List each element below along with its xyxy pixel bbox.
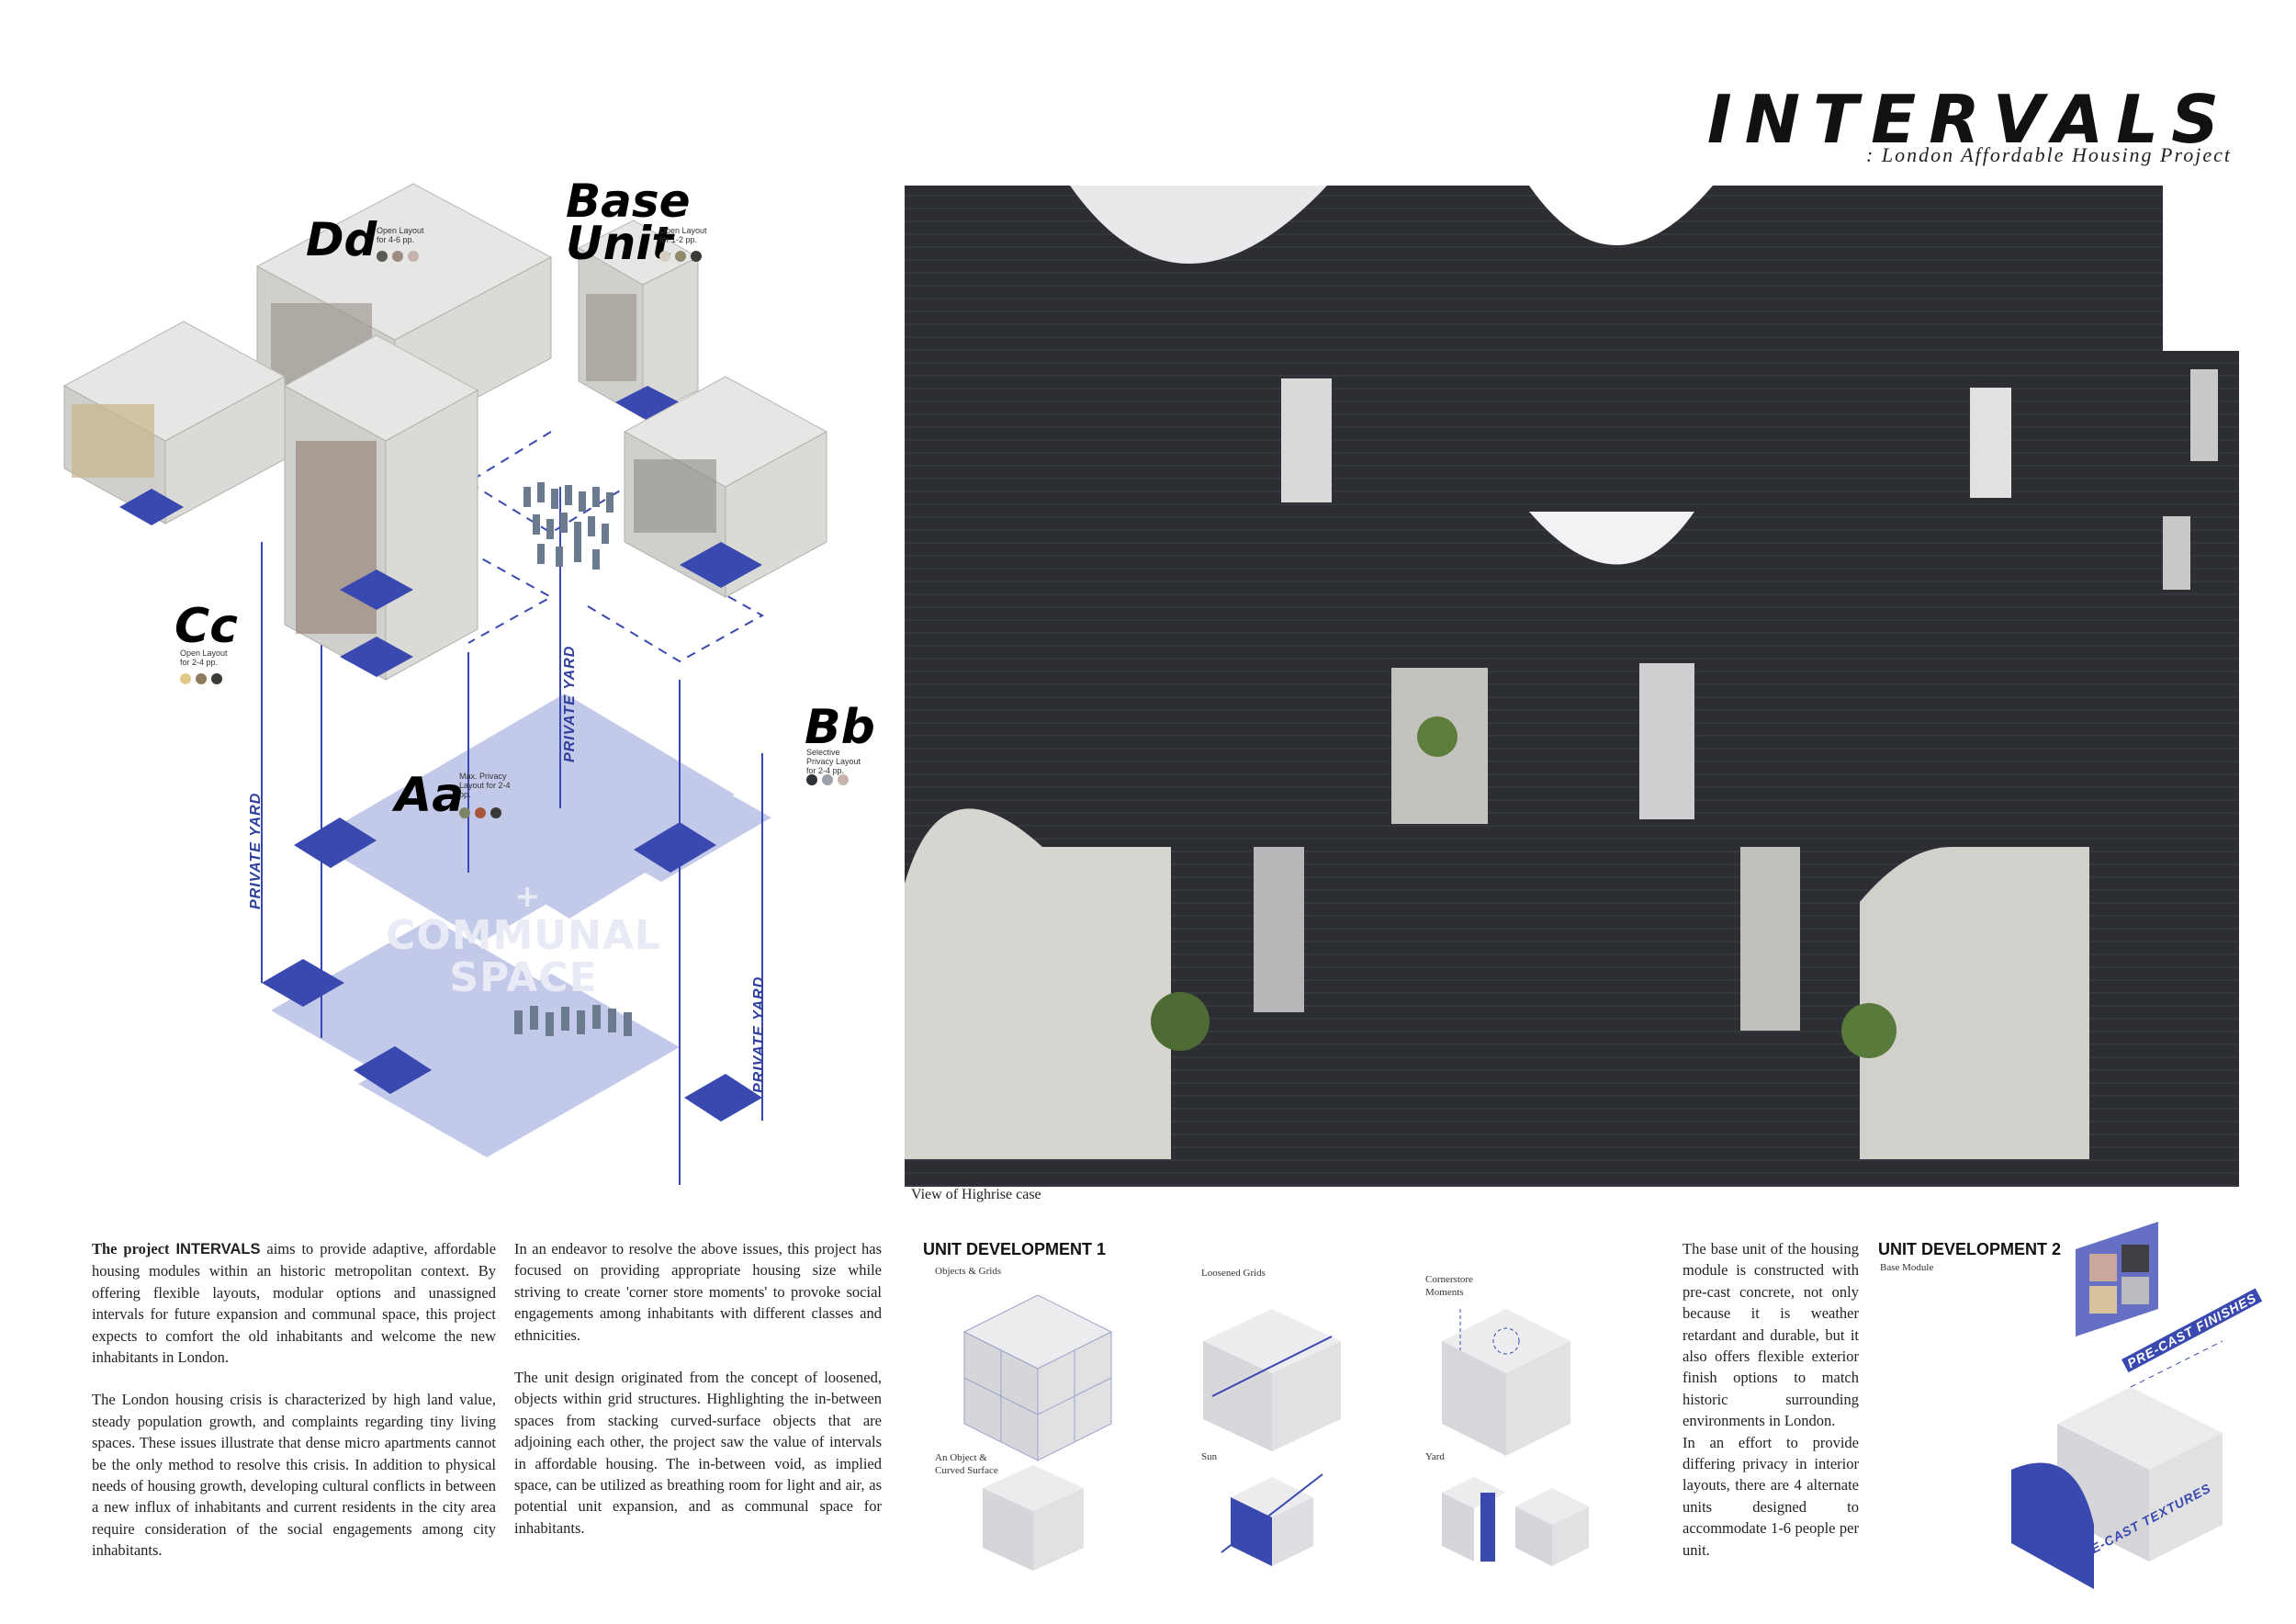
render-caption: View of Highrise case (911, 1187, 1041, 1202)
text-column-2: In an endeavor to resolve the above issu… (514, 1238, 882, 1560)
base-unit-label-line1: Base (566, 175, 691, 228)
swatch-dot (196, 673, 207, 684)
highrise-render-image (905, 186, 2239, 1187)
unit-cc-desc: Open Layout for 2-4 pp. (180, 648, 228, 667)
precast-finishes-panel (2076, 1222, 2158, 1336)
paragraph-alternates: In an effort to provide differing privac… (1683, 1433, 1859, 1559)
unit-aa-label: Aa (395, 768, 465, 823)
swatch-dot (377, 251, 388, 262)
communal-label-line2: SPACE (449, 954, 598, 1001)
unit-bb-label: Bb (805, 700, 875, 755)
intro-paragraph: The project INTERVALS aims to provide ad… (92, 1238, 496, 1368)
swatch-dot (459, 807, 470, 818)
loosened-grids-diagram (1203, 1309, 1341, 1451)
page-title: INTERVALS (1706, 81, 2232, 158)
swatch-dot (180, 673, 191, 684)
base-unit-model (577, 220, 700, 421)
unit-development-1-diagrams (962, 1294, 1589, 1571)
swatch-dot (822, 774, 833, 785)
unit-development-2-diagram (2011, 1222, 2223, 1589)
base-unit-desc: Open Layout for 1-2 pp. (659, 226, 707, 244)
label-loosened-grids: Loosened Grids (1201, 1268, 1266, 1279)
swatch-dot (392, 251, 403, 262)
unit-bb-swatches (806, 773, 853, 790)
base-unit-label: Base Unit (566, 175, 691, 270)
text-column-3: The base unit of the housing module is c… (1683, 1238, 1859, 1582)
base-unit-swatches (659, 250, 706, 266)
paragraph-unit-design: The unit design originated from the conc… (514, 1369, 882, 1537)
unit-bb-desc: Selective Privacy Layout for 2-4 pp. (806, 748, 861, 775)
swatch-dot (675, 251, 686, 262)
yard-patches (262, 818, 762, 1122)
label-cornerstore-line1: Cornerstore (1425, 1274, 1473, 1285)
label-object-curved-surface: An Object & Curved Surface (935, 1451, 998, 1477)
paragraph-endeavor: In an endeavor to resolve the above issu… (514, 1240, 882, 1344)
sun-diagram (1221, 1473, 1323, 1566)
intro-prefix: The project (92, 1240, 176, 1257)
communal-plus: + (514, 878, 541, 915)
communal-label-line1: COMMUNAL (386, 912, 661, 959)
swatch-dot (691, 251, 702, 262)
label-sun: Sun (1201, 1451, 1218, 1462)
unit-dd-label: Dd (306, 213, 377, 266)
swatch-dot (806, 774, 817, 785)
swatch-dot (211, 673, 222, 684)
private-yard-label-right: PRIVATE YARD (751, 976, 767, 1093)
private-yard-label-center: PRIVATE YARD (562, 645, 578, 762)
base-module-label: Base Module (1880, 1262, 1934, 1273)
paragraph-crisis: The London housing crisis is characteriz… (92, 1391, 496, 1560)
unit-cc-label: Cc (174, 599, 238, 654)
objects-grids-diagram (962, 1294, 1113, 1461)
intro-project-name: INTERVALS (175, 1241, 261, 1257)
cornerstore-moments-diagram (1442, 1309, 1570, 1456)
base-module-model (2011, 1340, 2223, 1589)
label-object-curved-line2: Curved Surface (935, 1465, 998, 1476)
facade-drawing (905, 186, 2239, 1187)
unit-aa-swatches (459, 806, 506, 823)
swatch-dot (490, 807, 501, 818)
label-objects-grids: Objects & Grids (935, 1266, 1002, 1277)
swatch-dot (408, 251, 419, 262)
unit-cc-model (62, 321, 287, 525)
unit-dd-swatches (377, 250, 423, 266)
text-column-1: The project INTERVALS aims to provide ad… (92, 1238, 496, 1583)
unit-axonometric-diagram (62, 183, 828, 1185)
unit-development-2-heading: UNIT DEVELOPMENT 2 (1878, 1240, 2062, 1258)
unit-aa-model (283, 334, 479, 681)
swatch-dot (838, 774, 849, 785)
label-cornerstore-line2: Moments (1425, 1287, 1464, 1298)
label-yard: Yard (1425, 1451, 1445, 1462)
unit-bb-model (623, 376, 828, 598)
swatch-dot (659, 251, 670, 262)
unit-dd-label-group: Dd (306, 213, 377, 266)
unit-development-1-heading: UNIT DEVELOPMENT 1 (923, 1240, 1107, 1258)
base-unit-label-line2: Unit (566, 217, 674, 270)
unit-dd-desc: Open Layout for 4-6 pp. (377, 226, 424, 244)
label-cornerstore-moments: Cornerstore Moments (1425, 1273, 1473, 1299)
label-object-curved-line1: An Object & (935, 1452, 987, 1463)
yard-diagram (1442, 1477, 1589, 1566)
private-yard-label-left: PRIVATE YARD (248, 792, 264, 909)
communal-space-label: COMMUNAL SPACE (377, 915, 670, 999)
people-crowd-icons (514, 482, 632, 1036)
page-subtitle: : London Affordable Housing Project (1866, 143, 2232, 166)
swatch-dot (475, 807, 486, 818)
object-curved-diagram (983, 1465, 1084, 1571)
paragraph-base-unit: The base unit of the housing module is c… (1683, 1240, 1859, 1430)
intro-body: aims to provide adaptive, affordable hou… (92, 1240, 497, 1367)
unit-aa-desc: Max. Privacy Layout for 2-4 pp. (459, 772, 511, 799)
unit-cc-swatches (180, 672, 227, 689)
